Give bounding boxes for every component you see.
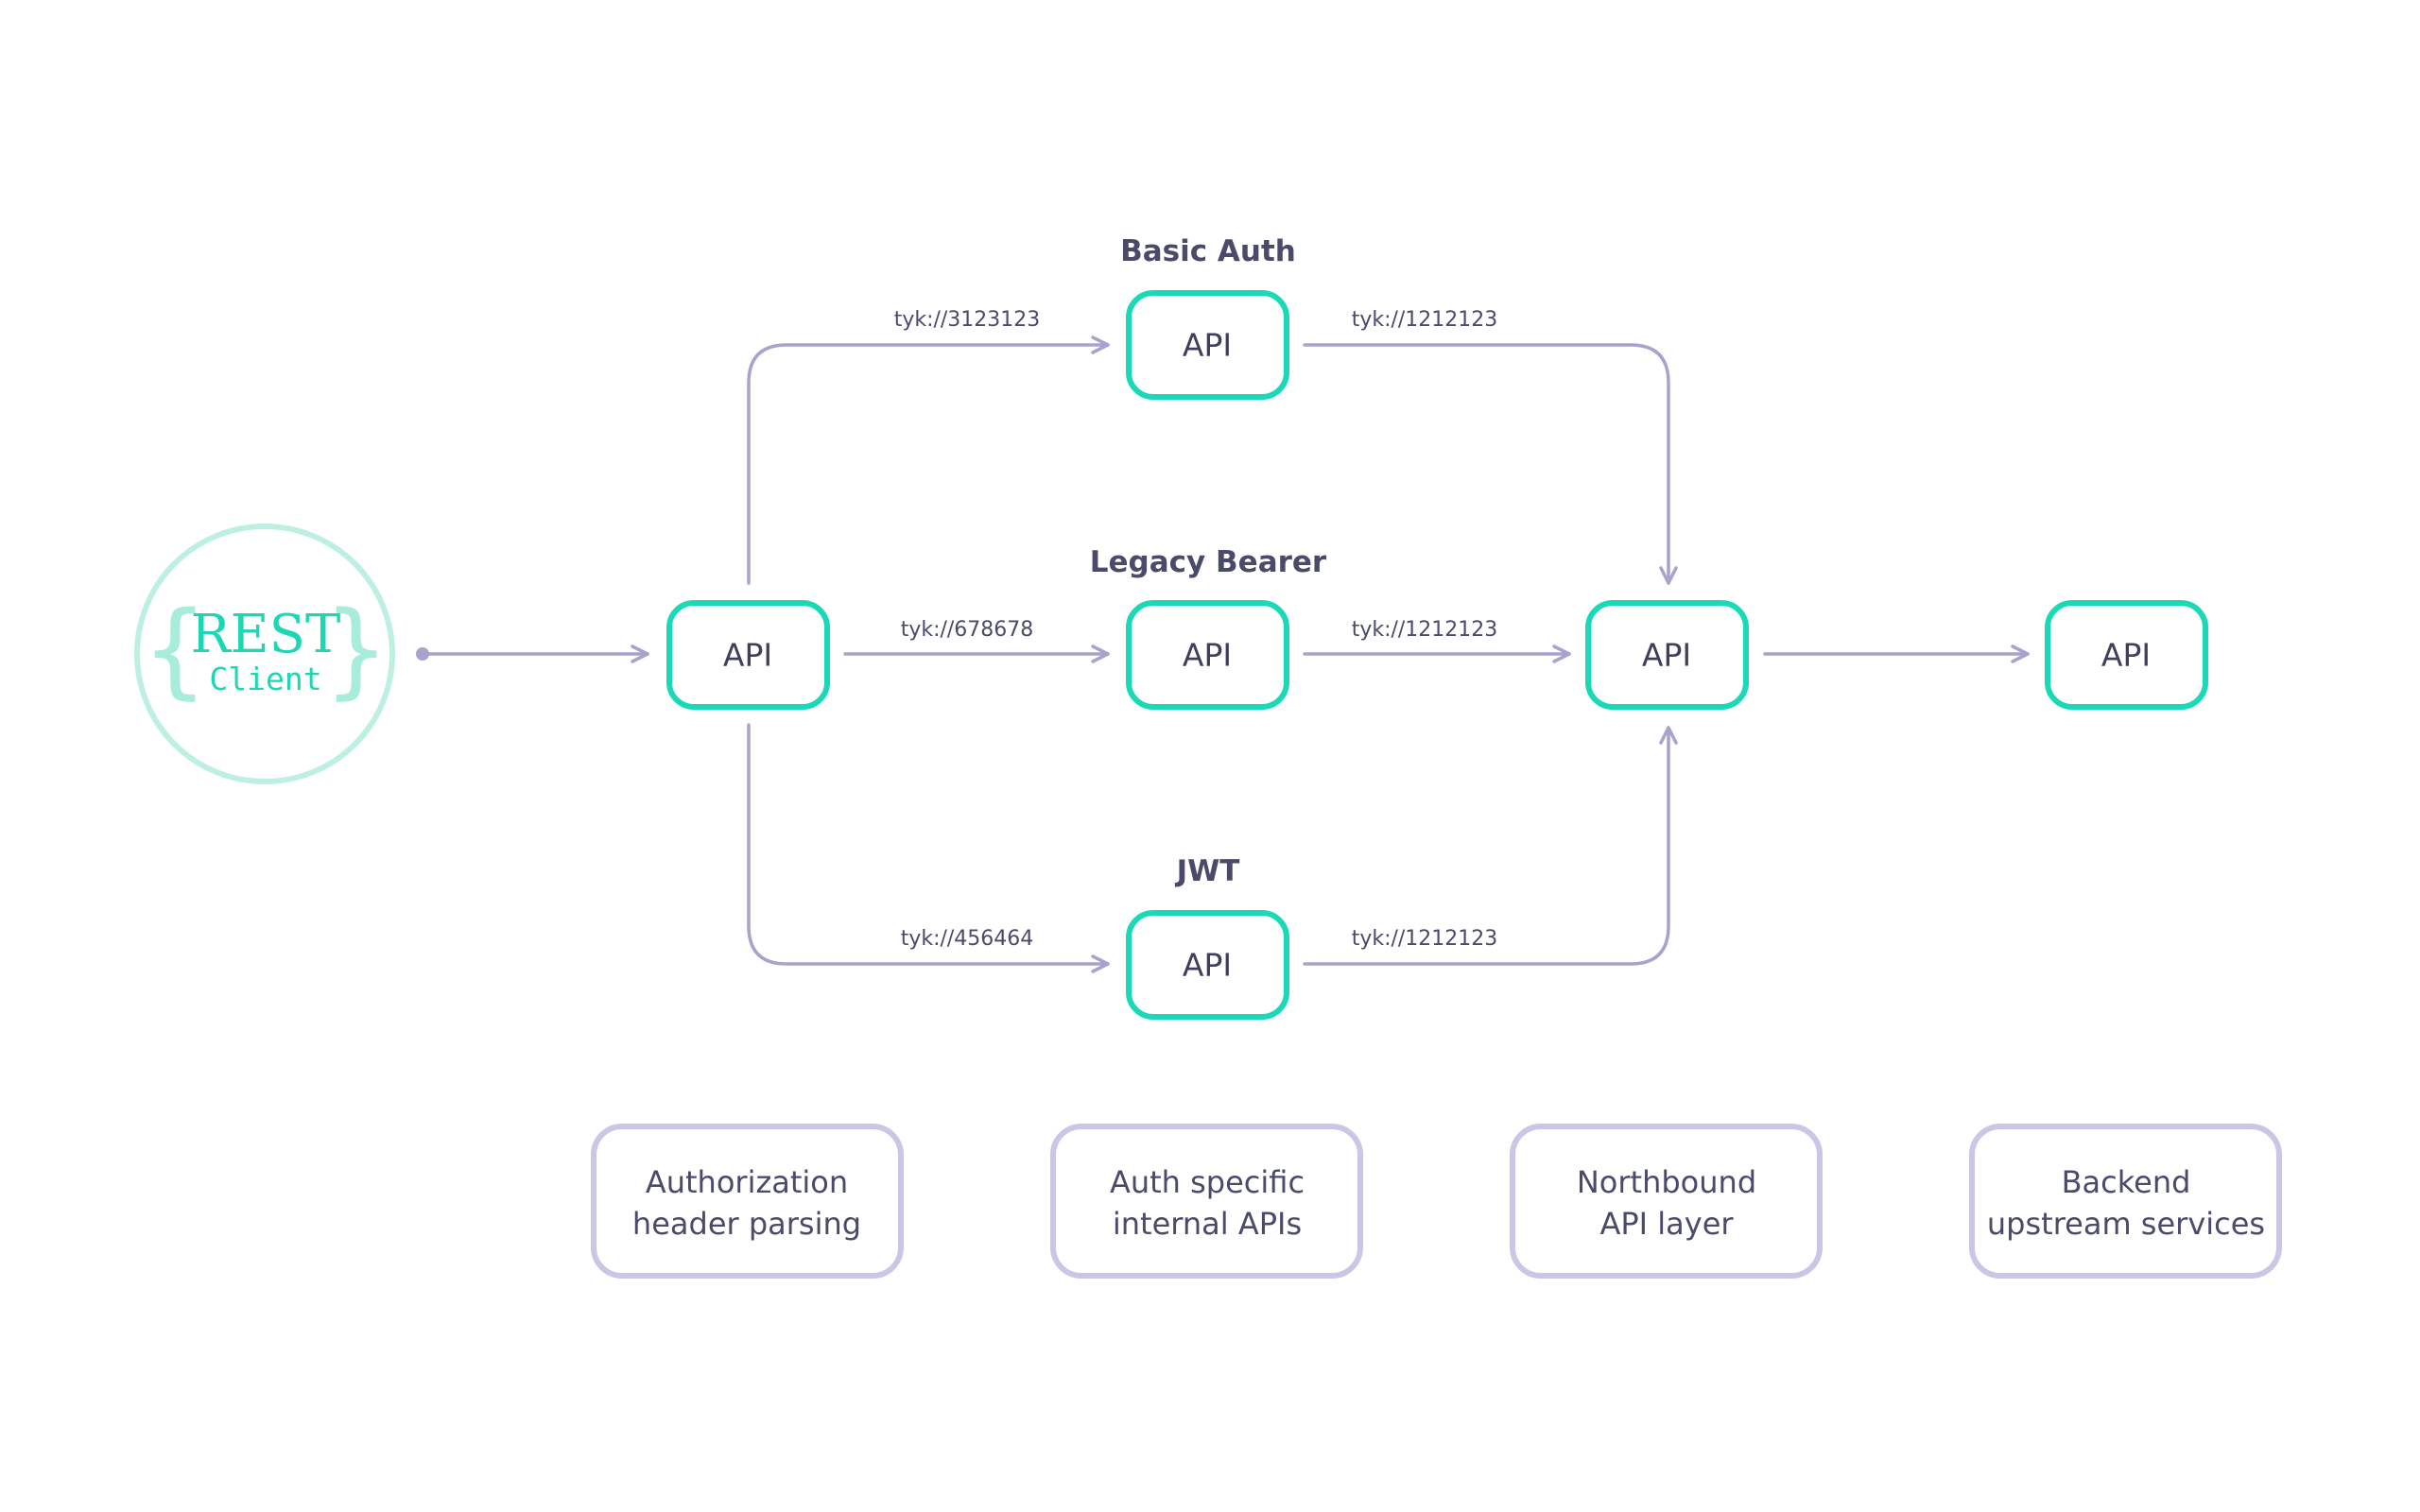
caption-internal: Auth specific internal APIs (1050, 1124, 1363, 1279)
jwt-to-northbound-arrow (1303, 726, 1678, 966)
group-title-jwt: JWT (1175, 854, 1240, 888)
caption-internal-line-2: internal APIs (1113, 1206, 1302, 1242)
api-node-basic-auth-label: API (1183, 327, 1232, 364)
edge-label-to-legacy: tyk://678678 (901, 618, 1034, 642)
rest-client-title: REST (191, 604, 341, 665)
api-node-backend: API (2045, 600, 2208, 710)
api-node-basic-auth: API (1126, 290, 1289, 400)
parser-to-jwt-arrow (747, 723, 1110, 973)
edge-label-to-jwt: tyk://456464 (901, 927, 1034, 951)
api-node-parser-label: API (723, 637, 772, 674)
caption-backend-line-1: Backend (2062, 1164, 2191, 1200)
api-node-northbound-label: API (1642, 637, 1691, 674)
edge-label-legacy-out: tyk://1212123 (1352, 618, 1498, 642)
caption-backend-line-2: upstream services (1987, 1206, 2265, 1242)
caption-northbound-line-2: API layer (1599, 1206, 1734, 1242)
edge-label-to-basic: tyk://3123123 (894, 308, 1041, 332)
basic-to-northbound-arrow (1303, 343, 1678, 585)
caption-parser-line-1: Authorization (646, 1164, 848, 1200)
api-node-northbound: API (1585, 600, 1749, 710)
caption-northbound-line-1: Northbound (1577, 1164, 1756, 1200)
api-node-jwt-label: API (1183, 947, 1232, 984)
caption-northbound: Northbound API layer (1510, 1124, 1823, 1279)
group-title-legacy-bearer: Legacy Bearer (1090, 545, 1327, 579)
rest-client-subtitle: Client (209, 661, 321, 697)
caption-backend: Backend upstream services (1969, 1124, 2282, 1279)
caption-parser: Authorization header parsing (591, 1124, 904, 1279)
rest-client: { } REST Client (134, 524, 395, 784)
api-node-legacy-bearer-label: API (1183, 637, 1232, 674)
parser-to-basic-arrow (747, 335, 1110, 585)
edge-label-basic-out: tyk://1212123 (1352, 308, 1498, 332)
rest-client-brace-open: { (144, 589, 206, 710)
rest-client-brace-close: } (325, 589, 388, 710)
caption-internal-line-1: Auth specific (1110, 1164, 1305, 1200)
rest-client-circle (134, 524, 395, 784)
api-node-backend-label: API (2101, 637, 2151, 674)
group-title-basic-auth: Basic Auth (1120, 234, 1296, 268)
connectors (416, 335, 2030, 973)
edge-label-jwt-out: tyk://1212123 (1352, 927, 1498, 951)
api-node-jwt: API (1126, 910, 1289, 1020)
api-node-legacy-bearer: API (1126, 600, 1289, 710)
caption-parser-line-2: header parsing (632, 1206, 861, 1242)
api-node-parser: API (666, 600, 830, 710)
